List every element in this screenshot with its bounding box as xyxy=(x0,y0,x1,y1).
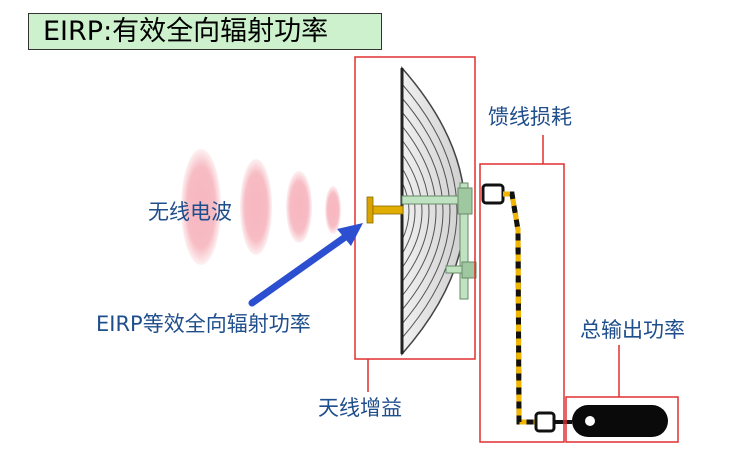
antenna-gain-label: 天线增益 xyxy=(318,396,402,420)
radio-wave-label: 无线电波 xyxy=(148,200,232,224)
transmitter-port xyxy=(585,416,595,426)
feeder-loss-label: 馈线损耗 xyxy=(488,105,572,129)
eirp-arrow xyxy=(248,223,363,307)
radio-waves xyxy=(181,149,341,265)
radio-wave-1 xyxy=(181,149,221,265)
radio-wave-4 xyxy=(325,186,341,234)
mount-bracket xyxy=(401,182,477,300)
total-output-label: 总输出功率 xyxy=(580,318,685,342)
cable-connector-bottom xyxy=(534,411,556,433)
cable-line-dash xyxy=(503,191,536,425)
feed-arm xyxy=(372,205,404,215)
diagram-title: EIRP:有效全向辐射功率 xyxy=(28,13,382,50)
dish-ribs xyxy=(401,83,458,339)
dish-reflector xyxy=(401,66,466,356)
feeder-loss-box xyxy=(479,163,565,443)
eirp-label: EIRP等效全向辐射功率 xyxy=(96,312,311,336)
radio-wave-3 xyxy=(286,171,312,243)
total-output-box xyxy=(565,396,679,443)
radio-wave-2 xyxy=(240,159,272,255)
transmitter xyxy=(572,405,668,437)
antenna-gain-box xyxy=(354,56,476,360)
feed-horn xyxy=(366,196,374,224)
feeder-cable xyxy=(481,183,572,433)
dish-antenna xyxy=(366,66,477,356)
transmitter-body xyxy=(572,405,668,437)
cable-connector-top xyxy=(481,183,505,205)
